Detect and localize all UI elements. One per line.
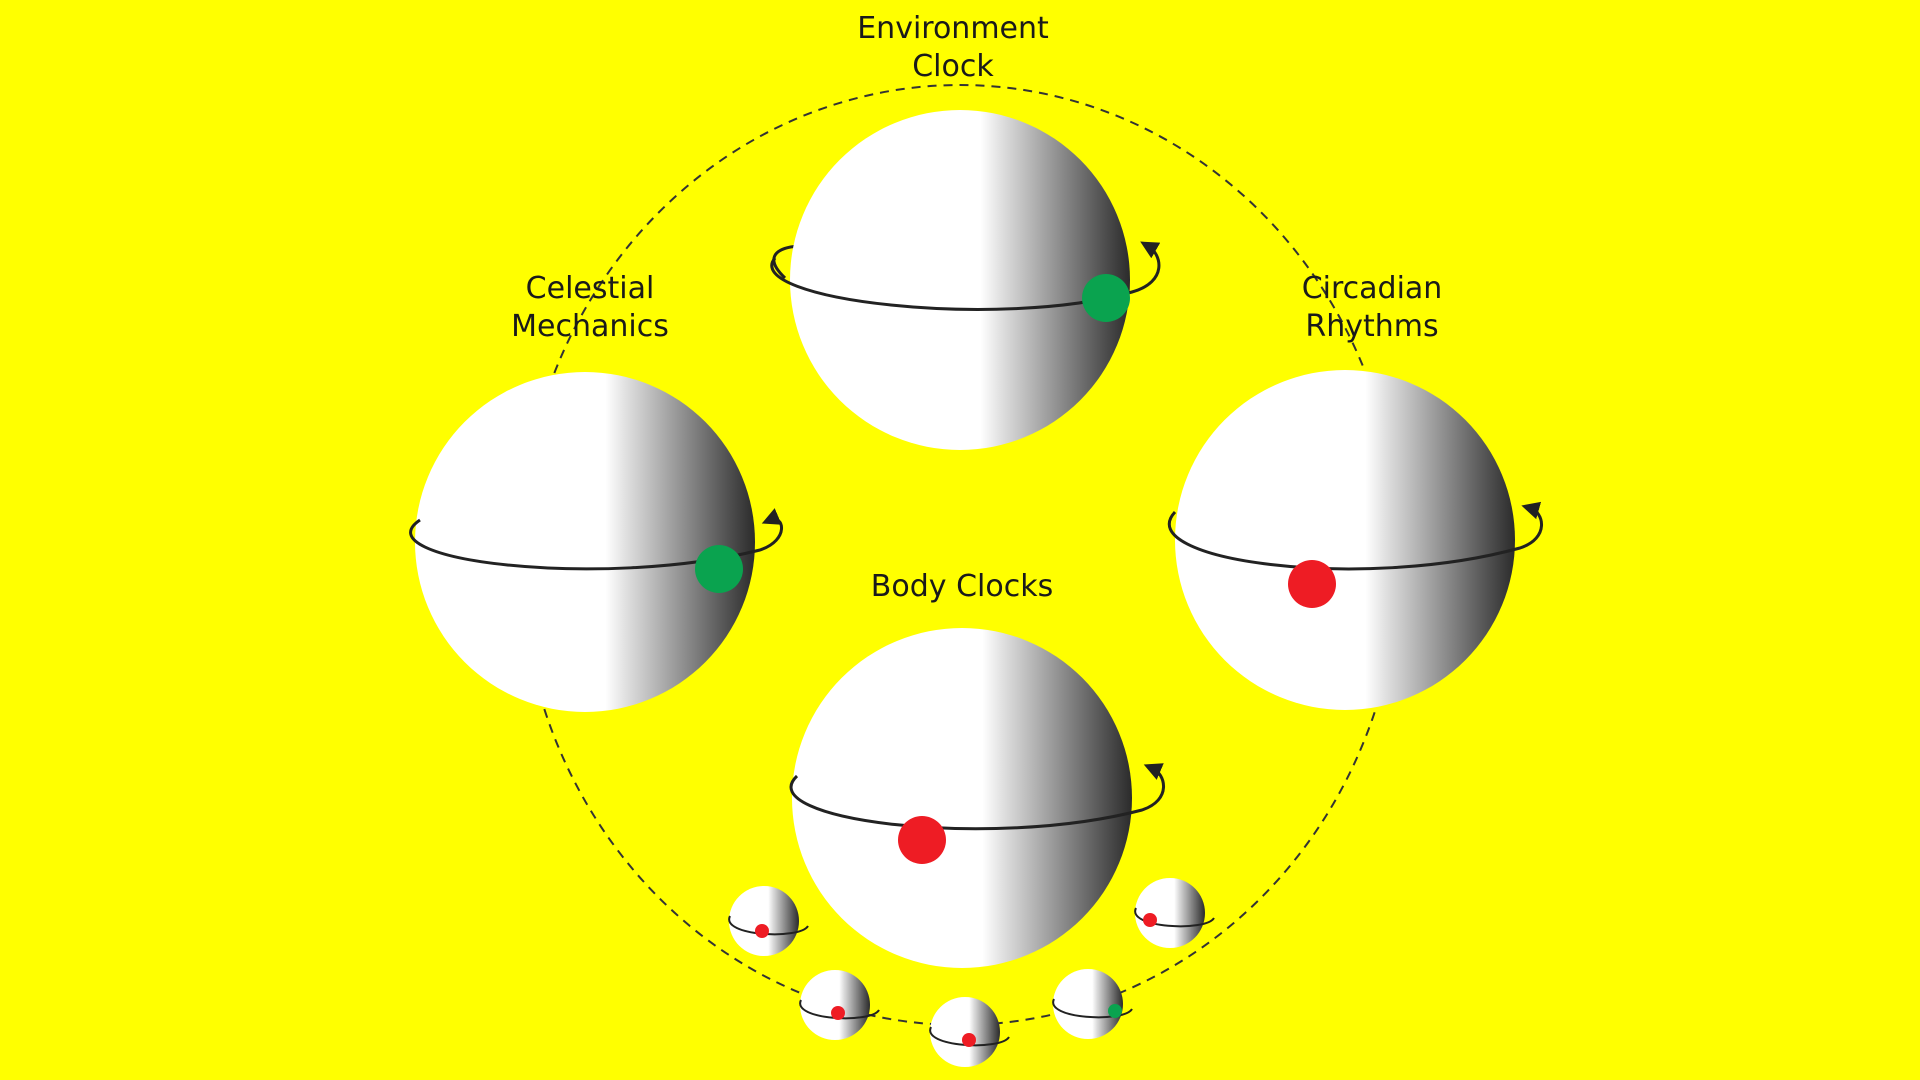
small-sphere-5 xyxy=(1134,878,1215,948)
sphere-body xyxy=(415,372,755,712)
orbit-front-arc xyxy=(1167,501,1543,571)
red-marker xyxy=(898,816,946,864)
small-sphere-3 xyxy=(929,997,1010,1067)
green-marker xyxy=(1082,274,1130,322)
environment-clock-sphere xyxy=(770,110,1161,450)
sphere-body xyxy=(790,110,1130,450)
orbit-front-arc xyxy=(770,241,1161,311)
small-sphere-1 xyxy=(728,886,809,956)
environment-clock-label-line1: Environment xyxy=(857,11,1049,46)
orbit-line xyxy=(1134,907,1215,928)
orbit-line xyxy=(929,1026,1010,1047)
sphere-body xyxy=(792,628,1132,968)
circadian-rhythms-sphere xyxy=(1167,370,1543,710)
body-clocks-label: Body Clocks xyxy=(871,569,1053,604)
circadian-rhythms-label-line1: Circadian xyxy=(1302,271,1443,306)
environment-clock-label-line2: Clock xyxy=(912,49,994,84)
red-marker xyxy=(755,924,769,938)
celestial-mechanics-label-line2: Mechanics xyxy=(511,309,669,344)
circadian-rhythms-label-line2: Rhythms xyxy=(1305,309,1438,344)
red-marker xyxy=(962,1033,976,1047)
red-marker xyxy=(831,1006,845,1020)
sphere-body xyxy=(1053,969,1123,1039)
sphere-body xyxy=(729,886,799,956)
red-marker xyxy=(1288,560,1336,608)
orbit-line xyxy=(1052,998,1133,1019)
small-sphere-2 xyxy=(799,970,880,1040)
red-marker xyxy=(1143,913,1157,927)
celestial-mechanics-sphere xyxy=(409,372,783,712)
sphere-body xyxy=(800,970,870,1040)
small-sphere-4 xyxy=(1052,969,1133,1039)
celestial-mechanics-label-line1: Celestial xyxy=(526,271,655,306)
green-marker xyxy=(695,545,743,593)
orbit-front-arc xyxy=(789,763,1165,831)
orbit-front-arc xyxy=(409,508,783,571)
body-clocks-sphere xyxy=(789,628,1165,968)
sphere-body xyxy=(1175,370,1515,710)
sphere-body xyxy=(1135,878,1205,948)
green-marker xyxy=(1108,1004,1122,1018)
sphere-body xyxy=(930,997,1000,1067)
